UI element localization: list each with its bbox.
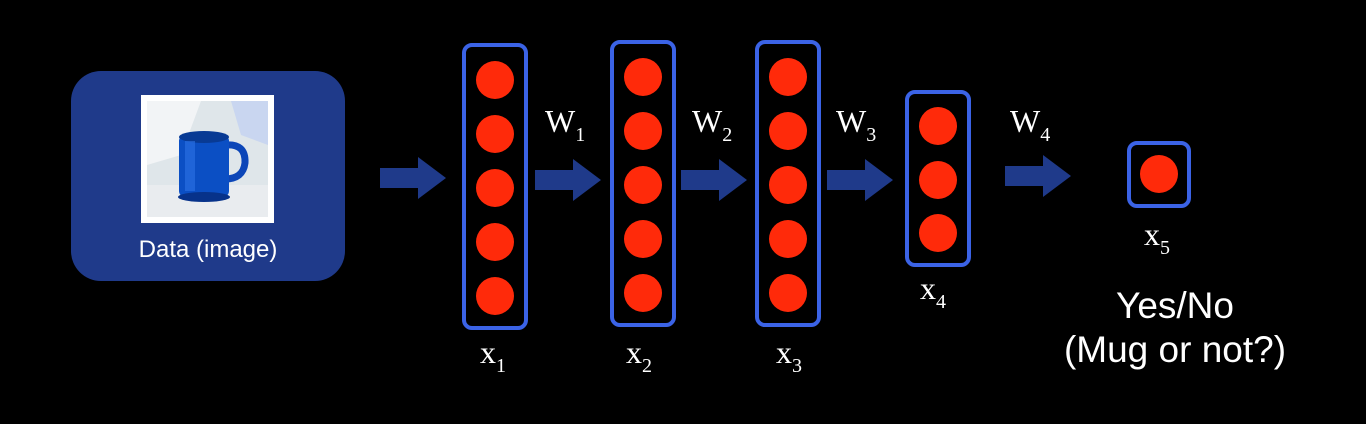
arrow-right-icon xyxy=(535,159,601,201)
neuron-node xyxy=(919,214,957,252)
layer-label-x3: x3 xyxy=(776,334,802,377)
neuron-node xyxy=(476,115,514,153)
arrow-right-icon xyxy=(1005,155,1071,197)
output-question-label: (Mug or not?) xyxy=(1063,329,1287,370)
neuron-node xyxy=(624,58,662,96)
neuron-node xyxy=(769,274,807,312)
layer-label-x2: x2 xyxy=(626,334,652,377)
weight-label-w3: W3 xyxy=(836,103,877,146)
neuron-node xyxy=(476,223,514,261)
weight-label-w1: W1 xyxy=(545,103,586,146)
output-answer-label: Yes/No xyxy=(1116,285,1234,326)
input-data-label: Data (image) xyxy=(138,236,278,263)
neuron-node xyxy=(769,112,807,150)
neuron-node xyxy=(769,58,807,96)
layer-label-x4: x4 xyxy=(920,270,946,313)
neuron-node xyxy=(1140,155,1178,193)
weight-label-w4: W4 xyxy=(1010,103,1051,146)
neuron-node xyxy=(769,166,807,204)
neuron-node xyxy=(476,169,514,207)
layer-label-x1: x1 xyxy=(480,334,506,377)
neuron-node xyxy=(624,220,662,258)
neuron-node xyxy=(624,112,662,150)
arrow-right-icon xyxy=(681,159,747,201)
mug-photo-icon xyxy=(141,95,274,223)
neuron-node xyxy=(919,161,957,199)
arrow-right-icon xyxy=(827,159,893,201)
weight-label-w2: W2 xyxy=(692,103,733,146)
neuron-node xyxy=(769,220,807,258)
neuron-node xyxy=(624,166,662,204)
neuron-node xyxy=(919,107,957,145)
layer-label-x5: x5 xyxy=(1144,216,1170,259)
layer-x1 xyxy=(462,43,528,330)
neuron-node xyxy=(624,274,662,312)
layer-x5 xyxy=(1127,141,1191,208)
layer-x4 xyxy=(905,90,971,267)
neuron-node xyxy=(476,61,514,99)
neuron-node xyxy=(476,277,514,315)
layer-x2 xyxy=(610,40,676,327)
arrow-right-icon xyxy=(380,157,446,199)
layer-x3 xyxy=(755,40,821,327)
